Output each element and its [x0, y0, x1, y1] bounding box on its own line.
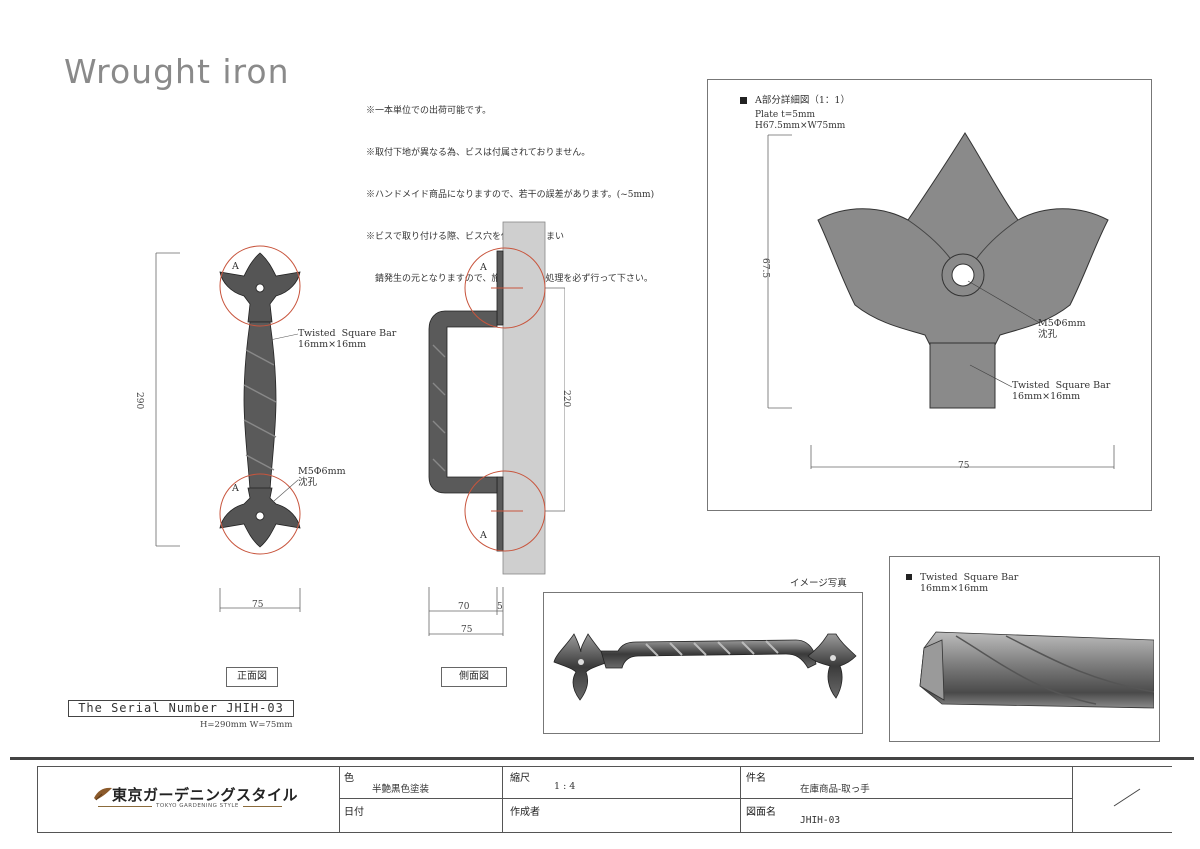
revision-slash-mark: [1113, 788, 1141, 807]
photo-caption: イメージ写真: [790, 578, 847, 589]
note-line: ※ビスで取り付ける際、ビス穴を傷つけてしまい: [366, 232, 565, 242]
bar-photo-label: Twisted Square Bar 16mm×16mm: [920, 572, 1019, 594]
detail-drawing: [767, 132, 1115, 469]
color-label: 色: [344, 773, 354, 784]
drawing-label: 図面名: [746, 807, 776, 818]
scale-value: 1 : 4: [554, 781, 576, 792]
side-marker-bottom-label: A: [480, 530, 487, 541]
front-hole-top-icon: [255, 283, 265, 293]
front-marker-bottom-label: A: [232, 483, 239, 494]
detail-bullet-icon: [740, 97, 747, 104]
title-block-top-rule: [10, 757, 1194, 760]
side-plate-value: 5: [497, 602, 503, 612]
logo-main: 東京ガーデニングスタイル: [112, 786, 299, 804]
front-marker-top-label: A: [232, 261, 239, 272]
front-bar-label: Twisted Square Bar 16mm×16mm: [298, 328, 397, 350]
bar-photo-bullet-icon: [906, 574, 912, 580]
serial-number: The Serial Number JHIH-03: [68, 700, 294, 717]
detail-hole-icon: [951, 263, 975, 287]
detail-width-dimension: [810, 445, 1115, 469]
front-bar-leader: [269, 333, 299, 341]
note-line: ※ハンドメイド商品になりますので、若干の誤差があります。(~5mm): [366, 190, 655, 200]
detail-height-value: 67.5: [760, 258, 770, 279]
title-block-row-divider: [339, 798, 1072, 799]
front-detail-marker-top: [219, 245, 301, 327]
title-block-divider: [339, 766, 340, 832]
detail-bar-leader: [969, 364, 1013, 388]
side-view-label: 側面図: [441, 667, 507, 687]
front-hole-leader: [265, 479, 299, 509]
front-view-drawing: [155, 245, 301, 612]
detail-frame: [707, 79, 1152, 511]
photo-frame: [543, 592, 863, 734]
title-block-divider: [37, 766, 38, 832]
logo-sub: TOKYO GARDENING STYLE: [152, 803, 243, 809]
detail-height-dimension: [767, 134, 792, 409]
drawing-value: JHIH-03: [800, 815, 841, 826]
side-depth-dimension: [428, 587, 504, 636]
front-height-dimension: [155, 252, 180, 547]
title-block-divider: [502, 766, 503, 832]
scale-label: 縮尺: [510, 773, 530, 784]
detail-bar-section: [929, 342, 996, 409]
side-wall-plate: [502, 221, 546, 575]
detail-hole-leader: [967, 280, 1041, 324]
color-value: 半艶黒色塗装: [372, 784, 430, 795]
front-width-dimension: [219, 588, 301, 612]
side-marker-top-label: A: [480, 262, 487, 273]
title-block-divider: [740, 766, 741, 832]
title-block-divider: [1072, 766, 1073, 832]
detail-width-value: 75: [958, 461, 970, 471]
front-hole-label: M5Φ6mm 沈孔: [298, 466, 346, 488]
detail-heading: A部分詳細図（1：1）: [755, 95, 850, 106]
front-detail-marker-bottom: [219, 473, 301, 555]
logo-leaf-icon: [94, 787, 112, 801]
front-view-label: 正面図: [226, 667, 278, 687]
detail-bar-label: Twisted Square Bar 16mm×16mm: [1012, 380, 1111, 402]
title-block: [37, 766, 1172, 833]
front-twisted-bar: [243, 321, 277, 491]
photo-handle-image: [553, 633, 857, 701]
note-line: ※取付下地が異なる為、ビスは付属されておりません。: [366, 148, 591, 158]
detail-plate-spec: Plate t=5mm H67.5mm×W75mm: [755, 110, 846, 131]
bar-photo-image: [919, 631, 1154, 709]
detail-hole-label: M5Φ6mm 沈孔: [1038, 318, 1086, 340]
item-label: 件名: [746, 773, 766, 784]
side-height-value: 220: [561, 390, 571, 408]
bar-photo-frame: [889, 556, 1160, 742]
front-height-value: 290: [134, 392, 144, 410]
serial-size: H=290mm W=75mm: [200, 720, 293, 730]
side-twist-marks: [432, 344, 446, 472]
item-value: 在庫商品-取っ手: [800, 784, 870, 795]
side-view-drawing: [428, 221, 565, 636]
front-width-value: 75: [252, 600, 264, 610]
front-hole-bottom-icon: [255, 511, 265, 521]
note-line: ※一本単位での出荷可能です。: [366, 106, 492, 116]
side-total-value: 75: [461, 625, 473, 635]
side-depth-value: 70: [458, 602, 470, 612]
author-label: 作成者: [510, 807, 540, 818]
date-label: 日付: [344, 807, 364, 818]
page-title: Wrought iron: [64, 52, 290, 91]
side-height-dimension: [545, 287, 565, 512]
